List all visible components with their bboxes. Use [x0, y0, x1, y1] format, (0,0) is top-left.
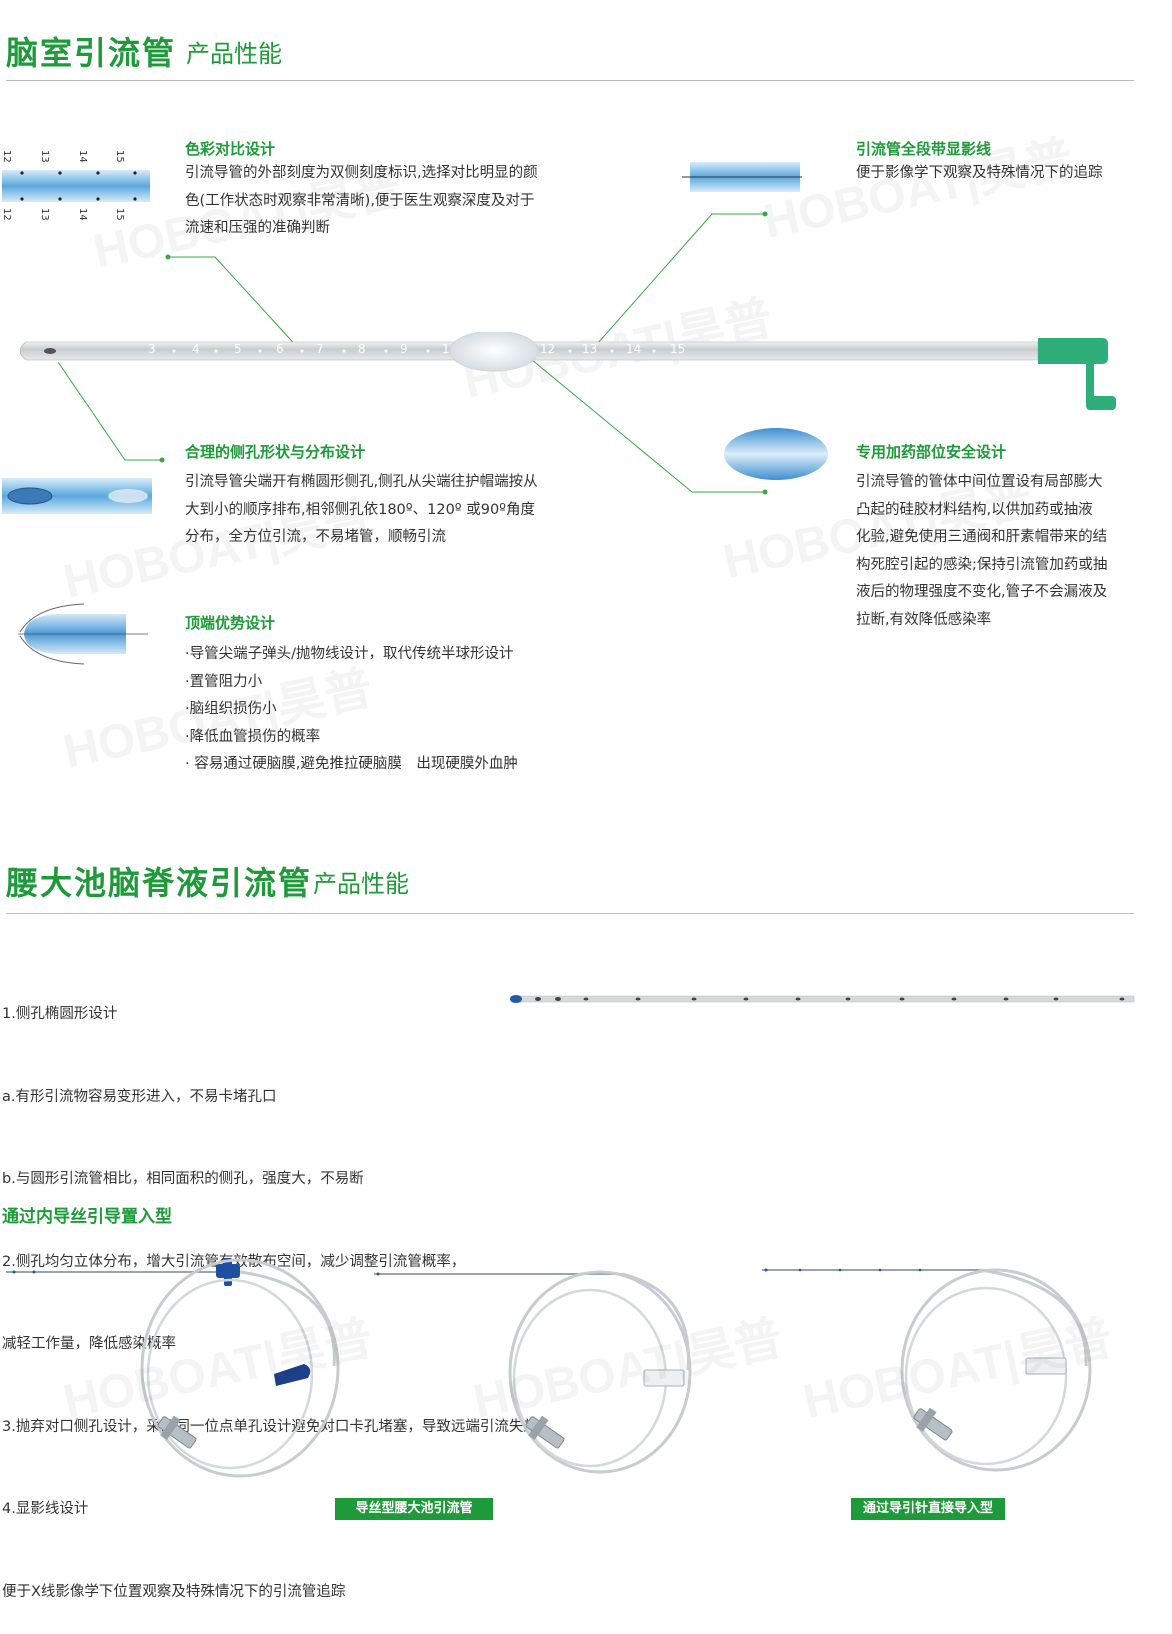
ventricular-catheter-image — [14, 332, 1124, 422]
list-item: a.有形引流物容易变形进入，不易卡堵孔口 — [2, 1088, 277, 1105]
list-item: 减轻工作量，降低感染概率 — [2, 1336, 176, 1352]
scale-tube-illustration — [2, 148, 152, 224]
catheter-mark: 5 — [234, 342, 242, 356]
feature-text-tip-design: ·导管尖端子弹头/抛物线设计，取代传统半球形设计 ·置管阻力小 ·脑组织损伤小 … — [185, 646, 518, 772]
feature-title-medication-site: 专用加药部位安全设计 — [856, 443, 1007, 461]
bullet-tip-illustration — [16, 602, 152, 666]
label-guidewire-type: 导丝型腰大池引流管 — [335, 1498, 493, 1520]
catheter-mark: 7 — [316, 342, 324, 356]
catheter-scale-marks: 3 4 5 6 7 8 9 1 12 13 14 15 — [148, 342, 708, 362]
catheter-mark: 3 — [148, 342, 156, 356]
medication-bulb-illustration — [722, 426, 830, 482]
list-item: 1.侧孔椭圆形设计 — [2, 1006, 118, 1022]
feature-title-side-holes: 合理的侧孔形状与分布设计 — [185, 443, 366, 461]
catheter-mark: 8 — [358, 342, 366, 356]
catheter-mark: 4 — [192, 342, 200, 356]
label-needle-type: 通过导引针直接导入型 — [851, 1498, 1005, 1520]
coiled-catheter-needle-image — [760, 1262, 1100, 1486]
section1-subtitle: 产品性能 — [186, 40, 282, 68]
section2-title: 腰大池脑脊液引流管 — [6, 864, 313, 902]
catheter-mark: 15 — [670, 342, 686, 356]
radiopaque-tube-illustration — [682, 158, 804, 196]
section1-title: 脑室引流管 — [6, 34, 177, 72]
feature-title-color-contrast: 色彩对比设计 — [185, 140, 276, 158]
list-item: 3.抛弃对口侧孔设计，采用同一位点单孔设计避免对口卡孔堵塞，导致远端引流失效 — [2, 1418, 538, 1435]
catheter-mark: 1 — [442, 342, 450, 356]
list-item: b.与圆形引流管相比，相同面积的侧孔，强度大，不易断 — [2, 1171, 364, 1187]
feature-title-radiopaque: 引流管全段带显影线 — [856, 140, 992, 158]
catheter-mark: 6 — [276, 342, 284, 356]
callout-lines — [57, 211, 768, 495]
lumbar-catheter-image — [508, 990, 1136, 1008]
section2-subheading: 通过内导丝引导置入型 — [2, 1207, 172, 1227]
feature-text-side-holes: 引流导管尖端开有椭圆形侧孔,侧孔从尖端往护帽端按从 大到小的顺序排布,相邻侧孔依… — [185, 474, 538, 545]
catheter-mark: 9 — [400, 342, 408, 356]
feature-text-medication-site: 引流导管的管体中间位置设有局部膨大 凸起的硅胶材料结构,以供加药或抽液 化验,避… — [856, 474, 1108, 628]
feature-title-tip-design: 顶端优势设计 — [185, 614, 276, 632]
catheter-mark: 13 — [582, 342, 598, 356]
catheter-mark: 14 — [626, 342, 642, 356]
section1-divider — [6, 80, 1134, 81]
list-item: 便于X线影像学下位置观察及特殊情况下的引流管追踪 — [2, 1583, 346, 1600]
coiled-catheter-guidewire-image — [4, 1256, 344, 1488]
coiled-catheter-image — [372, 1266, 702, 1488]
feature-text-color-contrast: 引流导管的外部刻度为双侧刻度标识,选择对比明显的颜 色(工作状态时观察非常清晰)… — [185, 165, 538, 236]
side-hole-tube-illustration — [2, 474, 154, 518]
section2-divider — [6, 913, 1134, 914]
catheter-mark: 12 — [540, 342, 556, 356]
section2-subtitle: 产品性能 — [313, 870, 409, 898]
list-item: 4.显影线设计 — [2, 1501, 89, 1517]
lumbar-feature-list: 1.侧孔椭圆形设计 a.有形引流物容易变形进入，不易卡堵孔口 b.与圆形引流管相… — [2, 946, 622, 1634]
feature-text-radiopaque: 便于影像学下观察及特殊情况下的追踪 — [856, 165, 1103, 181]
